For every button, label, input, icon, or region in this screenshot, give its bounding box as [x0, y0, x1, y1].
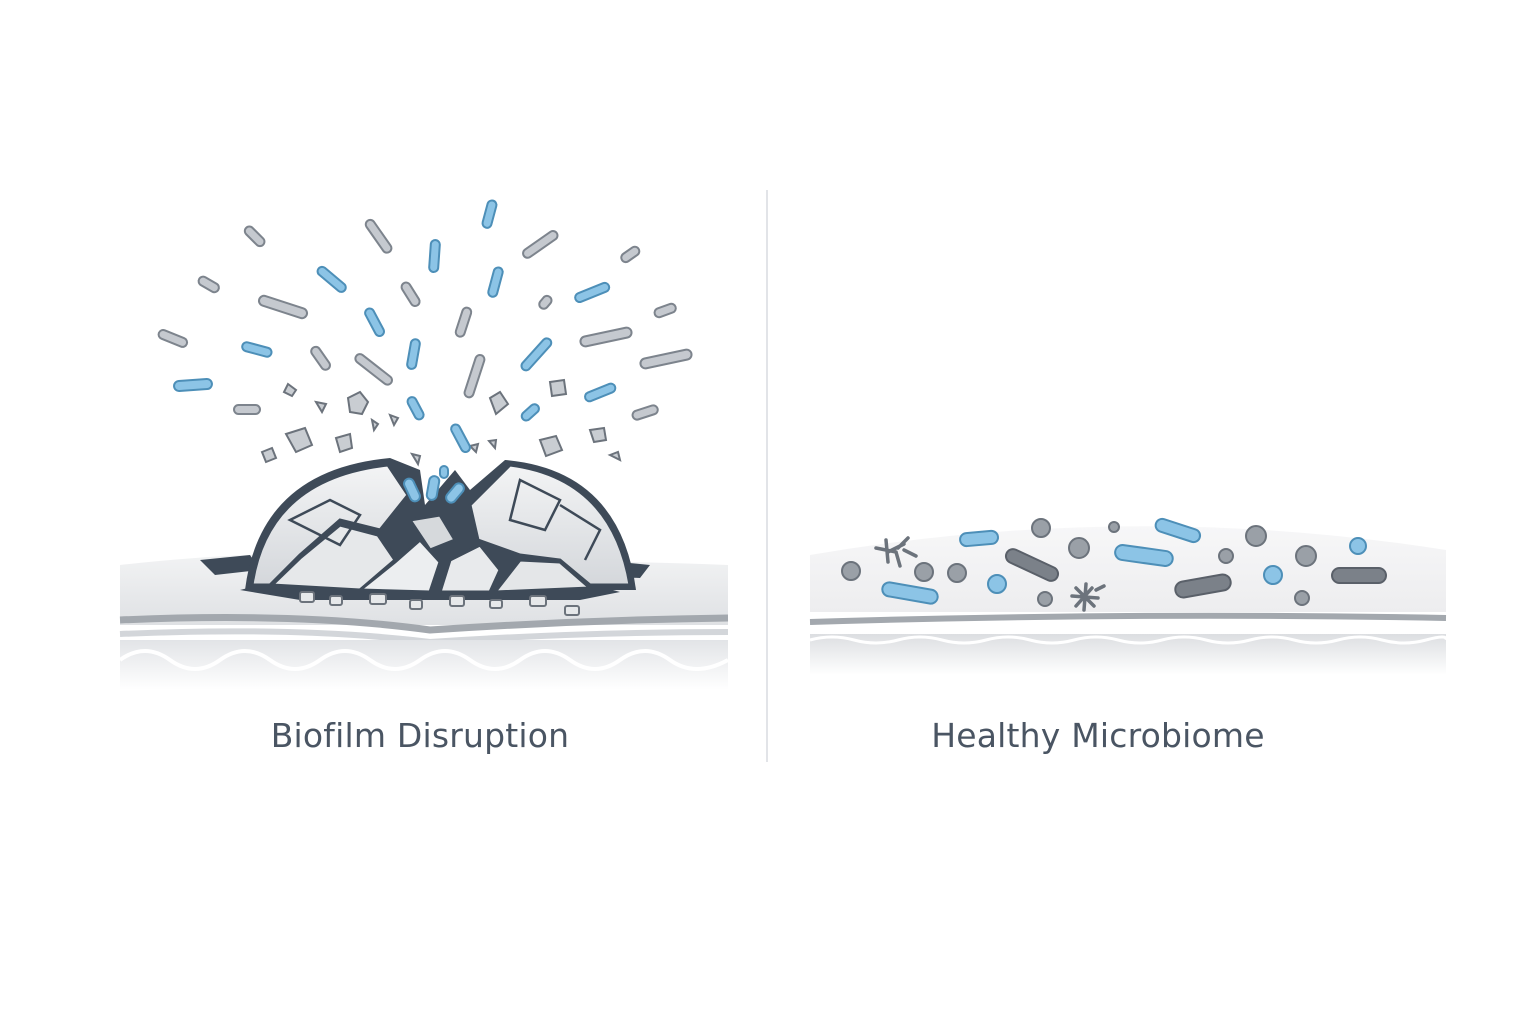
flying-bacteria-gray [157, 218, 693, 421]
cracked-dome [245, 458, 636, 594]
flying-bacteria-blue [173, 199, 617, 454]
healthy-surface [809, 526, 1448, 675]
rubble [299, 591, 580, 616]
blue-cocci [987, 537, 1367, 594]
panel-divider [766, 190, 768, 762]
left-panel: Biofilm Disruption [0, 0, 766, 1024]
right-panel: Healthy Microbiome [768, 0, 1536, 1024]
healthy-microbiome-illustration [809, 517, 1448, 675]
blue-rods [881, 517, 1202, 605]
flying-fragments [260, 378, 622, 467]
biofilm-disruption-illustration [118, 199, 729, 690]
left-caption: Biofilm Disruption [270, 716, 570, 755]
right-caption: Healthy Microbiome [931, 716, 1265, 755]
gray-cocci [841, 518, 1317, 607]
gray-rods [1004, 548, 1387, 599]
branched-bacteria [874, 536, 1106, 612]
